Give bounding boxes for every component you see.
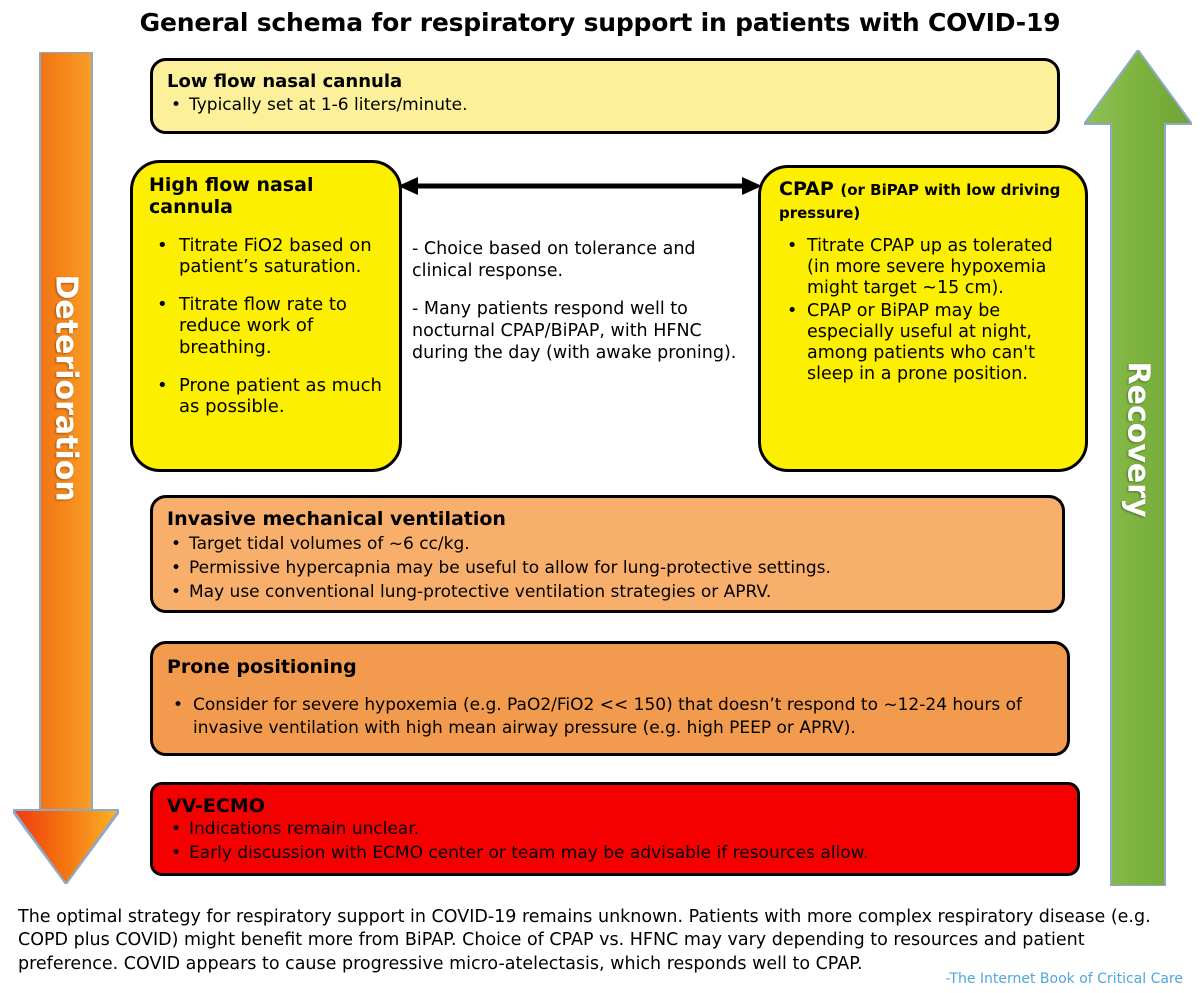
footer-attribution: -The Internet Book of Critical Care — [945, 971, 1183, 987]
page-title: General schema for respiratory support i… — [139, 8, 1061, 37]
box-invasive-mechanical-ventilation: Invasive mechanical ventilation Target t… — [150, 495, 1065, 613]
list-item: May use conventional lung-protective ven… — [167, 580, 1062, 604]
list-item: Titrate CPAP up as tolerated (in more se… — [779, 236, 1077, 299]
deterioration-arrow — [13, 52, 119, 884]
list-item: Indications remain unclear. — [167, 818, 1077, 842]
list-item: CPAP or BiPAP may be especially useful a… — [779, 301, 1077, 385]
list-item: Typically set at 1-6 liters/minute. — [167, 95, 1057, 115]
list-item: Consider for severe hypoxemia (e.g. PaO2… — [167, 694, 1047, 740]
exchange-arrow — [398, 174, 762, 198]
box-prone-title: Prone positioning — [167, 656, 357, 678]
list-item: Permissive hypercapnia may be useful to … — [167, 556, 1062, 580]
double-headed-arrow-icon — [398, 177, 762, 195]
box-cpap-title-sub: (or BiPAP with low driving pressure) — [779, 181, 1061, 222]
middle-note-paragraph-2: - Many patients respond well to nocturna… — [412, 299, 737, 364]
box-ecmo-bullets: Indications remain unclear. Early discus… — [167, 818, 1077, 866]
box-hfnc-title: High flow nasal cannula — [149, 174, 314, 218]
box-vv-ecmo: VV-ECMO Indications remain unclear. Earl… — [150, 782, 1080, 876]
list-item: Target tidal volumes of ~6 cc/kg. — [167, 532, 1062, 556]
list-item: Prone patient as much as possible. — [149, 375, 389, 417]
box-low-flow-title: Low flow nasal cannula — [167, 71, 403, 92]
up-arrow-icon — [1084, 50, 1192, 886]
box-cpap-title: CPAP (or BiPAP with low driving pressure… — [779, 178, 1077, 224]
box-imv-title: Invasive mechanical ventilation — [167, 508, 506, 530]
list-item: Titrate FiO2 based on patient’s saturati… — [149, 235, 389, 277]
list-item: Early discussion with ECMO center or tea… — [167, 842, 1077, 866]
middle-note: - Choice based on tolerance and clinical… — [412, 238, 752, 380]
down-arrow-icon — [13, 52, 119, 884]
box-low-flow-nasal-cannula: Low flow nasal cannula Typically set at … — [150, 58, 1060, 134]
box-cpap: CPAP (or BiPAP with low driving pressure… — [758, 165, 1088, 472]
box-prone-positioning: Prone positioning Consider for severe hy… — [150, 641, 1070, 756]
list-item: Titrate flow rate to reduce work of brea… — [149, 294, 389, 358]
box-cpap-title-main: CPAP — [779, 178, 834, 200]
box-hfnc-bullets: Titrate FiO2 based on patient’s saturati… — [149, 235, 389, 418]
box-high-flow-nasal-cannula: High flow nasal cannula Titrate FiO2 bas… — [130, 160, 402, 472]
recovery-label: Recovery — [1120, 361, 1156, 518]
middle-note-paragraph-1: - Choice based on tolerance and clinical… — [412, 239, 696, 282]
box-cpap-bullets: Titrate CPAP up as tolerated (in more se… — [779, 236, 1077, 385]
recovery-arrow — [1084, 50, 1192, 886]
box-prone-bullets: Consider for severe hypoxemia (e.g. PaO2… — [167, 694, 1047, 740]
box-ecmo-title: VV-ECMO — [167, 795, 265, 817]
deterioration-label: Deterioration — [49, 275, 84, 502]
footer-text: The optimal strategy for respiratory sup… — [18, 907, 1151, 974]
box-low-flow-bullets: Typically set at 1-6 liters/minute. — [167, 95, 1057, 115]
box-imv-bullets: Target tidal volumes of ~6 cc/kg. Permis… — [167, 532, 1062, 605]
